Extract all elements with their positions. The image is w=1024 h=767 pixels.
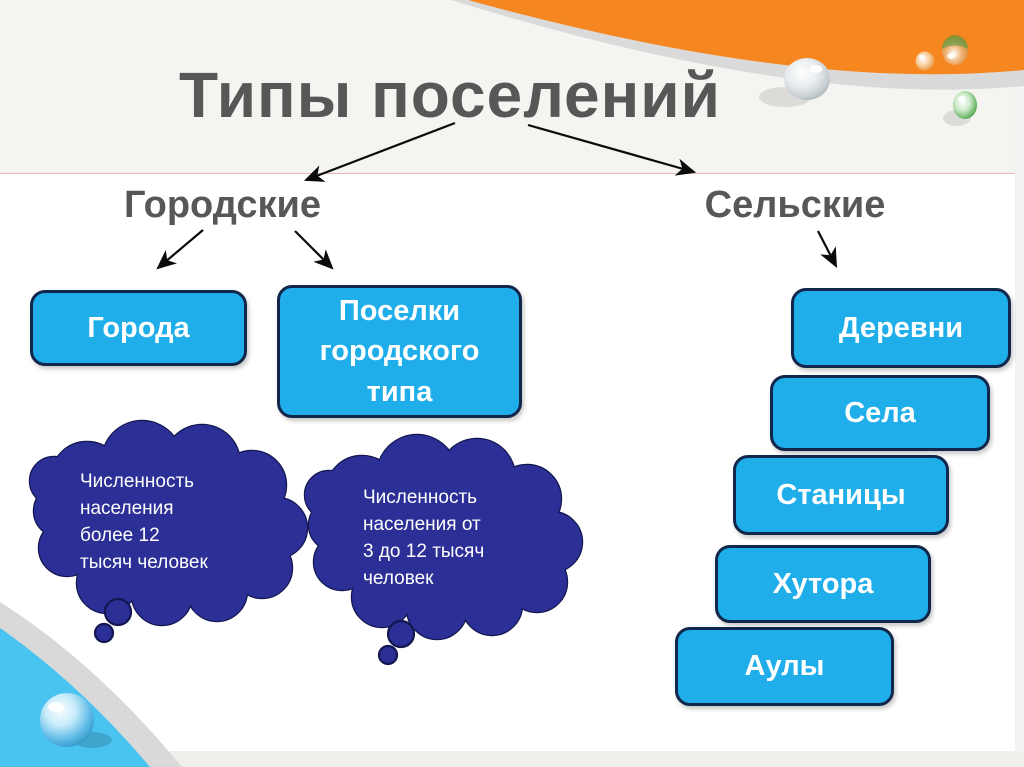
branch-label-rural: Сельские <box>704 184 886 226</box>
arrow-title-to-urban <box>303 121 456 182</box>
water-droplet-icon <box>942 35 968 65</box>
cloud-text-urban-population: Численность населения более 12 тысяч чел… <box>80 471 208 573</box>
arrow-urban-to-poselki <box>294 230 334 270</box>
branch-label-urban: Городские <box>123 184 322 226</box>
node-hutora: Хутора <box>715 545 931 623</box>
water-droplet-icon <box>40 693 112 748</box>
page-title: Типы поселений <box>179 59 721 131</box>
arrow-rural-to-derevni <box>817 230 838 268</box>
node-auly: Аулы <box>675 627 894 706</box>
node-poselki: Поселки городского типа <box>277 285 522 418</box>
node-goroda: Города <box>30 290 247 366</box>
footer-strip <box>0 751 1024 767</box>
divider-line <box>0 173 1024 174</box>
water-droplet-icon <box>943 91 977 126</box>
cloud-text-poselki-population: Численность населения от 3 до 12 тысяч ч… <box>363 487 485 589</box>
node-derevni: Деревни <box>791 288 1011 368</box>
node-sela: Села <box>770 375 990 451</box>
right-edge-strip <box>1015 88 1024 752</box>
arrow-urban-to-goroda <box>156 229 204 270</box>
thought-cloud-urban-population <box>28 419 309 644</box>
node-stanicy: Станицы <box>733 455 949 535</box>
orange-swoosh-decoration <box>451 0 1024 90</box>
arrow-title-to-rural <box>527 123 697 176</box>
water-droplet-icon <box>759 58 830 107</box>
thought-cloud-poselki-population <box>303 433 584 666</box>
water-droplet-icon <box>915 51 935 71</box>
